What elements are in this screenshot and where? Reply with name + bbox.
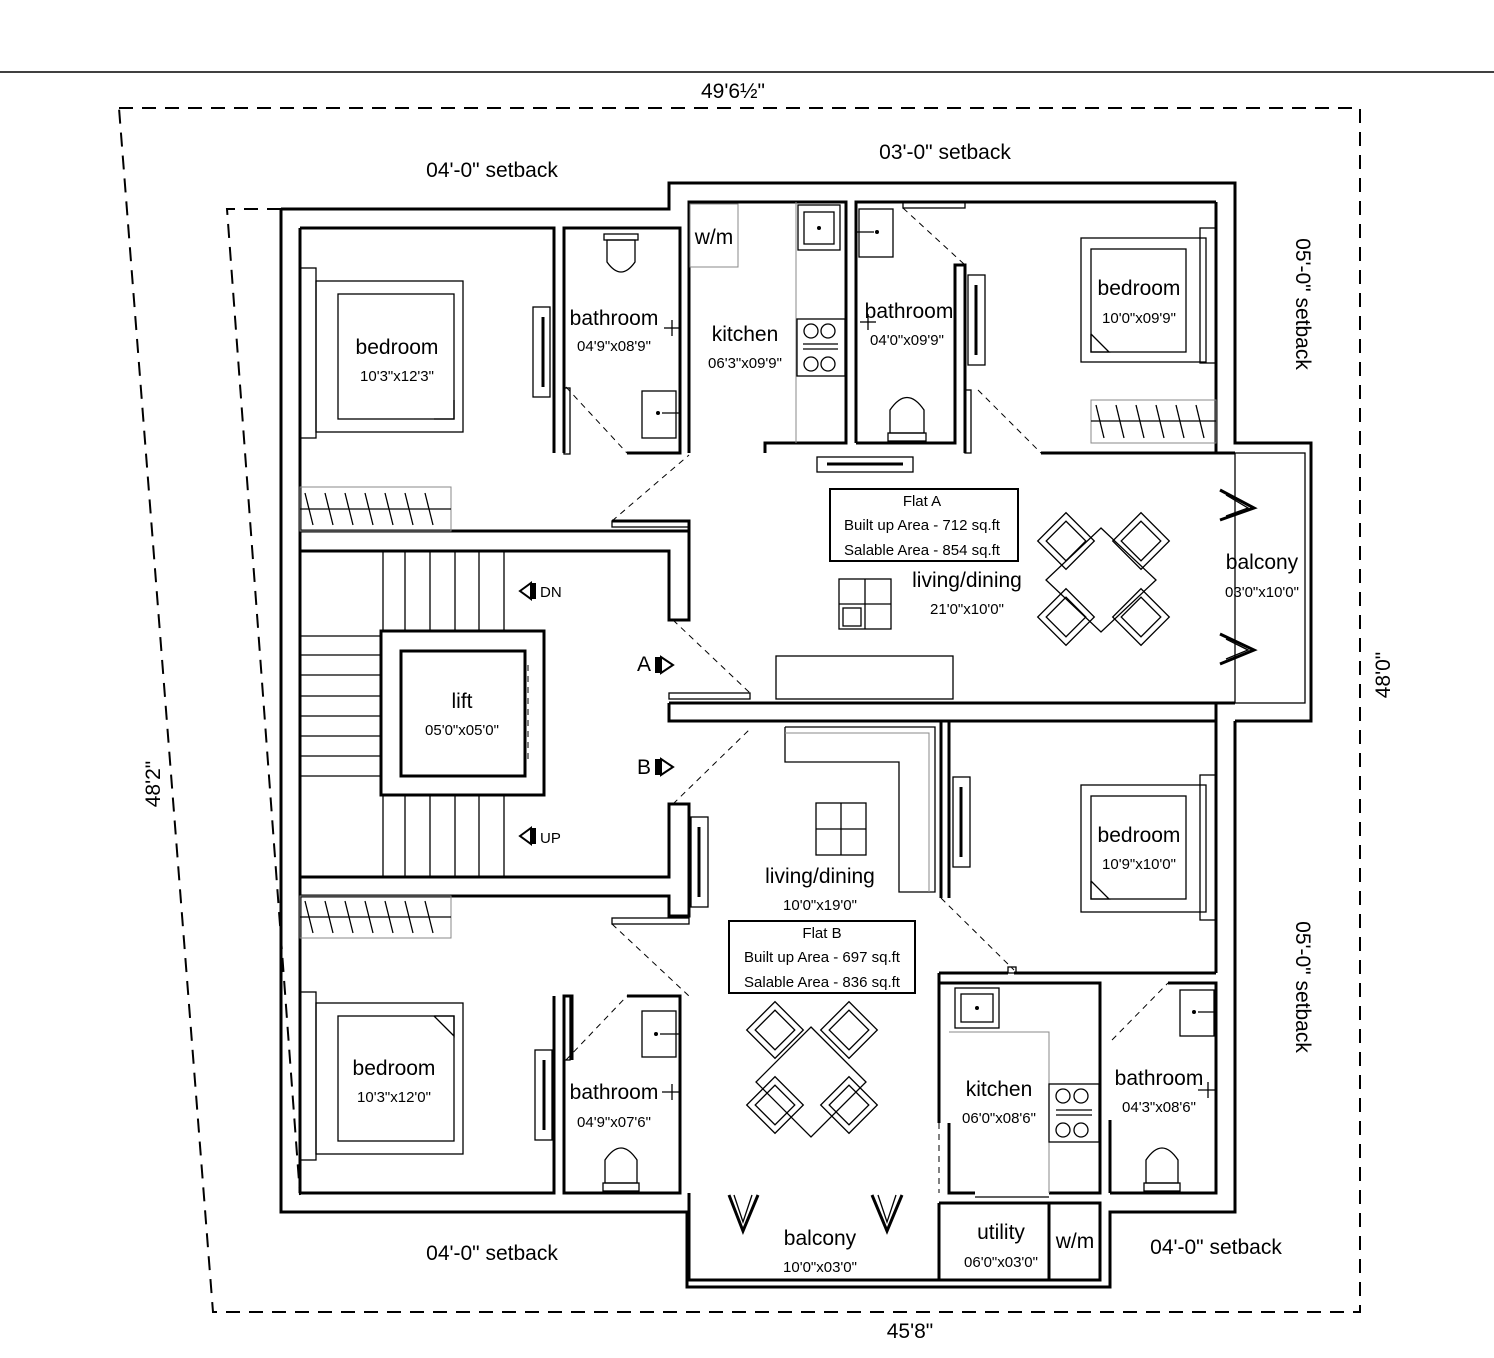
right-dimension: 48'0" (1372, 652, 1395, 699)
flat-a-bathroom1-name: bathroom (570, 307, 659, 330)
setback-top-left: 04'-0" setback (426, 159, 558, 182)
flat-b-bathroom1-size: 04'9"x07'6" (577, 1114, 651, 1131)
flat-a-walls (300, 200, 1235, 723)
left-setback-boundary (225, 208, 301, 1196)
flat-b-salable: Salable Area - 836 sq.ft (744, 974, 901, 991)
sink-b1 (641, 1010, 680, 1058)
toilet-a1 (603, 233, 639, 273)
bath-taps (662, 314, 1216, 1100)
door-leaves (563, 201, 1017, 1061)
bed-b1 (299, 991, 464, 1161)
balcony-a-frame (1219, 452, 1306, 704)
flat-a-bedroom1-size: 10'3"x12'3" (360, 368, 434, 385)
setback-right-bottom: 05'-0" setback (1291, 921, 1314, 1053)
setback-bottom-right: 04'-0" setback (1150, 1236, 1282, 1259)
flat-a-living-name: living/dining (912, 569, 1022, 592)
wardrobe-a1 (299, 486, 452, 532)
flat-b-wm-label: w/m (1055, 1230, 1095, 1253)
flat-a-salable: Salable Area - 854 sq.ft (844, 542, 1001, 559)
side-table-a (838, 578, 892, 630)
flat-a-info-box (829, 488, 1019, 562)
flat-b-walls (300, 721, 1218, 1282)
flat-a-bathroom1-size: 04'9"x08'9" (577, 338, 651, 355)
flat-a-title: Flat A (903, 493, 941, 510)
bed-a1 (299, 267, 464, 439)
flat-a-balcony-name: balcony (1226, 551, 1299, 574)
wardrobe-b1 (299, 895, 452, 939)
flat-a-bathroom2-name: bathroom (865, 300, 954, 323)
stair-down-label: DN (540, 584, 562, 601)
balcony-b-doors (727, 1194, 1049, 1236)
toilet-b2 (1143, 1147, 1181, 1192)
toilet-a2 (887, 396, 927, 442)
flat-a-balcony-size: 03'0"x10'0" (1225, 584, 1299, 601)
sink-a1 (641, 390, 680, 439)
entry-b-label: B (637, 756, 651, 779)
flat-b-built-up: Built up Area - 697 sq.ft (744, 949, 901, 966)
bottom-dimension: 45'8" (887, 1320, 934, 1343)
dining-table-b (745, 1000, 879, 1138)
flat-a-kitchen-size: 06'3"x09'9" (708, 355, 782, 372)
stair-up-label: UP (540, 830, 561, 847)
top-dimension: 49'6½" (701, 80, 765, 103)
flat-b-balcony-size: 10'0"x03'0" (783, 1259, 857, 1276)
bed-a2 (1080, 227, 1217, 364)
flat-b-bedroom2-size: 10'9"x10'0" (1102, 856, 1176, 873)
flat-a-living-size: 21'0"x10'0" (930, 601, 1004, 618)
flat-b-bedroom1-size: 10'3"x12'0" (357, 1089, 431, 1106)
stair-down-arrow (518, 581, 536, 601)
setback-bottom-left: 04'-0" setback (426, 1242, 558, 1265)
wardrobe-a2 (1090, 399, 1217, 444)
setback-right-top: 05'-0" setback (1291, 238, 1314, 370)
plot-boundary (117, 107, 1361, 1313)
sink-a2 (856, 208, 894, 258)
flat-a-wm-label: w/m (694, 226, 734, 249)
door-swings (565, 207, 1169, 1193)
sofa-b (784, 726, 936, 893)
flat-b-living-name: living/dining (765, 865, 875, 888)
flat-b-balcony-name: balcony (784, 1227, 857, 1250)
flat-b-kitchen-name: kitchen (966, 1078, 1033, 1101)
flat-a-bathroom2-size: 04'0"x09'9" (870, 332, 944, 349)
flat-b-living-size: 10'0"x19'0" (783, 897, 857, 914)
sofa-a (775, 655, 954, 700)
flat-b-bedroom2-name: bedroom (1098, 824, 1181, 847)
side-table-b (815, 802, 867, 856)
lift-name: lift (452, 690, 473, 713)
flat-b-info-box (728, 920, 916, 994)
toilet-b1 (602, 1147, 640, 1192)
setback-top-right: 03'-0" setback (879, 141, 1011, 164)
flat-b-utility-name: utility (977, 1221, 1025, 1244)
flat-a-bedroom1-name: bedroom (356, 336, 439, 359)
flat-b-bathroom2-size: 04'3"x08'6" (1122, 1099, 1196, 1116)
flat-a-bedroom2-name: bedroom (1098, 277, 1181, 300)
dining-table-a (1036, 511, 1171, 647)
flat-a-kitchen-name: kitchen (712, 323, 779, 346)
left-dimension: 48'2" (142, 761, 165, 808)
entry-b-arrow (655, 757, 675, 777)
entry-a-label: A (637, 653, 651, 676)
kitchen-b-counter (949, 987, 1100, 1193)
flat-a-built-up: Built up Area - 712 sq.ft (844, 517, 1001, 534)
flat-b-bathroom1-name: bathroom (570, 1081, 659, 1104)
sink-b2 (1179, 989, 1216, 1037)
flat-b-title: Flat B (802, 925, 841, 942)
washing-machine-a (689, 203, 739, 268)
stair-up-arrow (518, 826, 536, 846)
kitchen-a-counter (795, 202, 846, 443)
flat-a-bedroom2-size: 10'0"x09'9" (1102, 310, 1176, 327)
bed-b2 (1080, 774, 1217, 921)
windows (532, 274, 986, 1141)
staircase (300, 551, 546, 877)
entry-a-arrow (655, 655, 675, 675)
flat-b-bathroom2-name: bathroom (1115, 1067, 1204, 1090)
flat-b-bedroom1-name: bedroom (353, 1057, 436, 1080)
flat-b-utility-size: 06'0"x03'0" (964, 1254, 1038, 1271)
lift-size: 05'0"x05'0" (425, 722, 499, 739)
flat-b-kitchen-size: 06'0"x08'6" (962, 1110, 1036, 1127)
